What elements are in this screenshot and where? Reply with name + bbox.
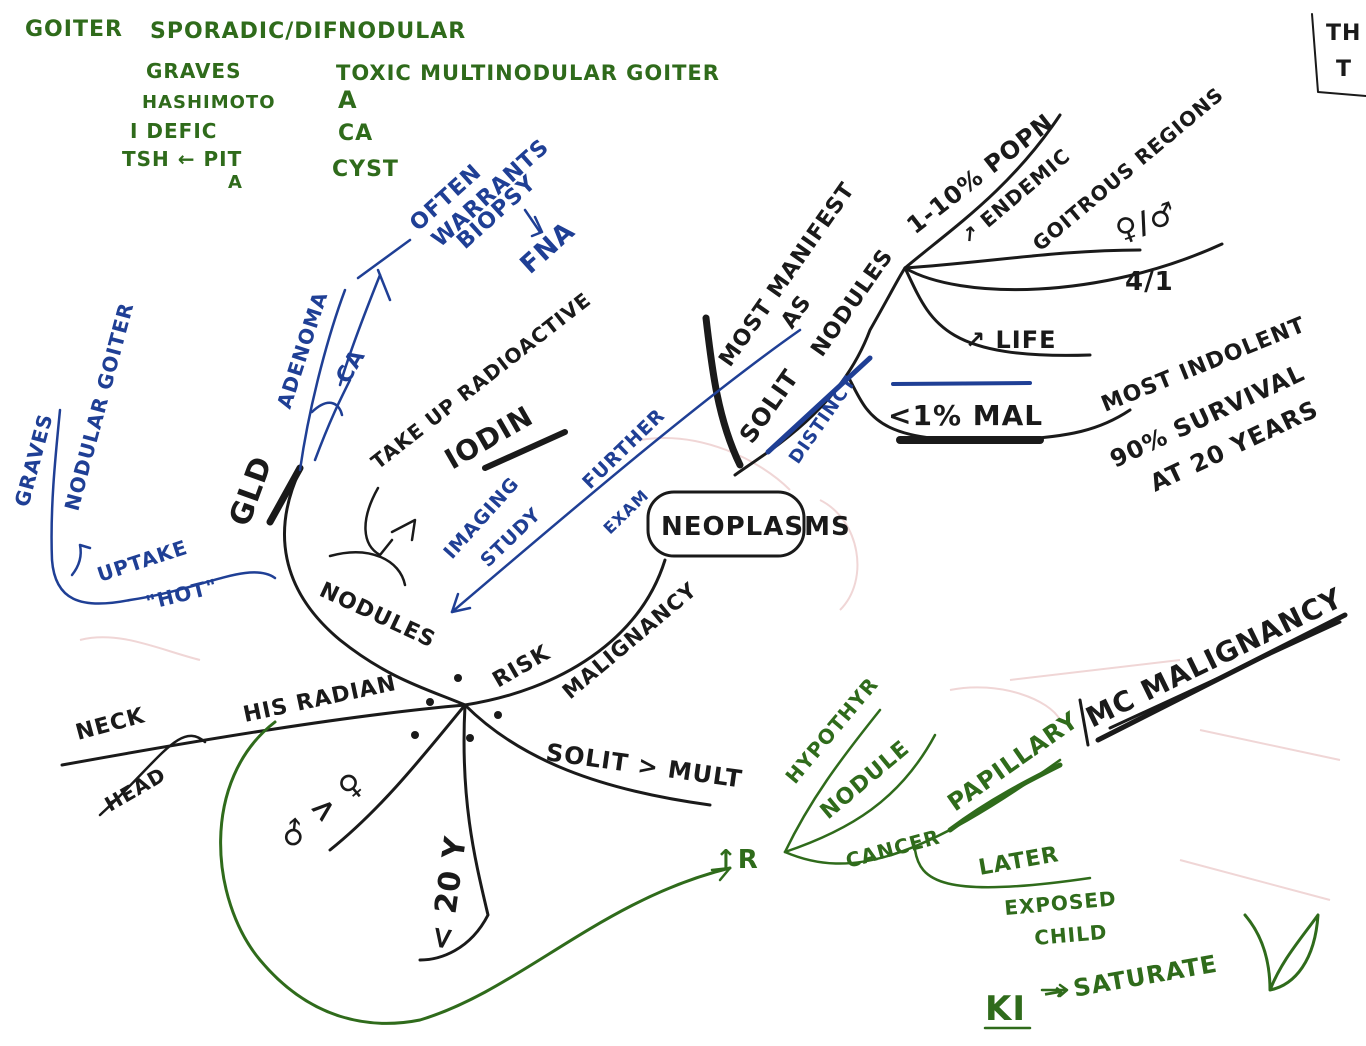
legend-hashimoto: HASHIMOTO	[142, 92, 276, 113]
corner-note: TH T	[1311, 13, 1366, 97]
label-malignancy: MALIGNANCY	[558, 578, 702, 704]
black-branches	[60, 113, 1348, 962]
green-branches	[219, 708, 1320, 1030]
label-head: HEAD	[101, 762, 171, 816]
label-nodules: NODULES	[315, 578, 439, 654]
label-male-female: ♂ > ♀	[273, 765, 372, 856]
label-age: < 20 Y	[423, 834, 474, 954]
label-neck: NECK	[73, 703, 148, 745]
hub-dot-1	[454, 674, 462, 682]
label-tr: ↑R	[715, 845, 759, 875]
label-uptake: UPTAKE	[94, 535, 190, 587]
label-nodular-goiter: NODULAR GOITER	[60, 300, 139, 514]
legend-tsh-a: A	[228, 172, 243, 193]
legend: GOITER SPORADIC/DIF NODULAR GRAVES HASHI…	[25, 17, 720, 193]
label-child: CHILD	[1033, 920, 1108, 950]
legend-header-nodular: NODULAR	[338, 19, 466, 44]
hub-dot-4	[411, 731, 419, 739]
label-adenoma: ADENOMA	[272, 288, 332, 411]
legend-toxic-mng: TOXIC MULTINODULAR GOITER	[336, 61, 720, 85]
ghost-strokes	[79, 437, 1341, 901]
legend-cyst: CYST	[332, 157, 399, 182]
label-sex-ratio-top: ♀/♂	[1111, 195, 1182, 249]
label-further: FURTHER	[578, 404, 669, 493]
center-node-box	[646, 490, 806, 558]
hub-dot-3	[494, 711, 502, 719]
label-papillary: PAPILLARY	[942, 706, 1084, 817]
label-lt1-mal: <1% MAL	[888, 399, 1043, 432]
blue-branches	[50, 208, 1032, 614]
legend-ca: CA	[338, 121, 373, 146]
legend-a: A	[338, 86, 358, 114]
label-solit-mult: SOLIT > MULT	[544, 738, 744, 793]
label-risk: RISK	[489, 641, 555, 694]
hub-dot-2	[426, 698, 434, 706]
label-life: ↗ LIFE	[965, 326, 1056, 354]
legend-graves: GRAVES	[146, 59, 241, 83]
label-exposed: EXPOSED	[1003, 886, 1117, 920]
legend-header-sporadic: SPORADIC/DIF	[150, 19, 339, 44]
label-solit: SOLIT	[734, 364, 805, 448]
label-ki: KI	[985, 989, 1026, 1029]
label-his-radiation: HIS RADIAN	[241, 671, 399, 728]
center-node-label: NEOPLASMS	[661, 512, 851, 542]
corner-note-line1: TH	[1326, 21, 1361, 46]
label-ca-blue: CA	[332, 345, 371, 388]
label-mc-malignancy: MC MALIGNANCY	[1081, 581, 1348, 734]
label-sex-ratio-bottom: 4/1	[1125, 267, 1174, 297]
center-node[interactable]: NEOPLASMS	[646, 490, 851, 558]
legend-tsh-pit: TSH ← PIT	[122, 147, 242, 171]
legend-header-goiter: GOITER	[25, 17, 123, 42]
label-graves: GRAVES	[10, 411, 58, 509]
label-hot: "HOT"	[143, 574, 220, 615]
legend-idefic: I DEFIC	[130, 119, 217, 143]
label-later: LATER	[977, 842, 1061, 881]
corner-note-line2: T	[1336, 57, 1352, 82]
hub-dot-5	[466, 734, 474, 742]
label-cancer: CANCER	[843, 825, 943, 873]
label-saturate: → SATURATE	[1041, 950, 1219, 1008]
label-exam: EXAM	[600, 486, 653, 538]
label-fna: FNA	[515, 216, 582, 280]
